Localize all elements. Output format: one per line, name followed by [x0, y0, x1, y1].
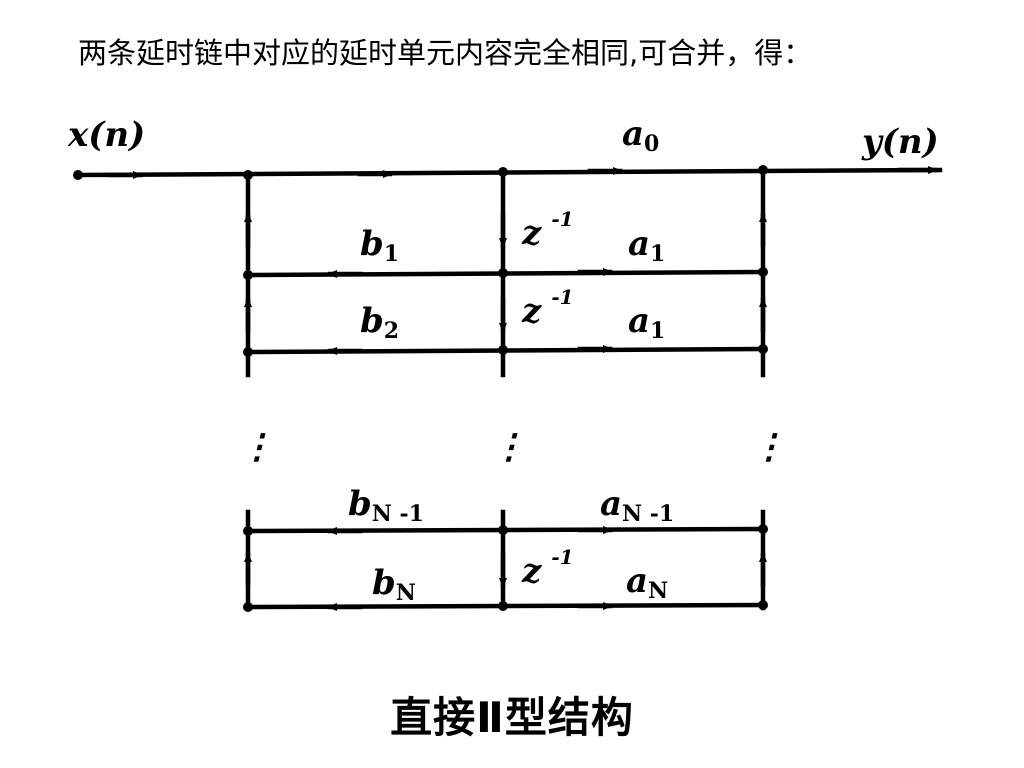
diagram-caption: 直接Ⅱ型结构 — [390, 693, 634, 742]
coef-b2: b2 — [360, 301, 399, 344]
coef-bN: bN — [372, 563, 416, 606]
input-node — [73, 170, 83, 180]
input-line — [75, 167, 943, 178]
coef-aN-1: aN -1 — [600, 484, 674, 527]
coef-a0: a0 — [622, 114, 659, 157]
delay-label-2: z-1 — [521, 285, 574, 331]
coef-aN: aN — [626, 561, 668, 604]
coef-a1-second: a1 — [628, 301, 665, 344]
input-label: x(n) — [67, 115, 145, 155]
output-label: y(n) — [861, 122, 939, 162]
coef-a1: a1 — [628, 224, 665, 267]
ellipsis-middle: ⋮ — [492, 427, 526, 467]
coef-b1: b1 — [360, 224, 399, 267]
delay-label-n: z-1 — [521, 545, 574, 591]
delay-label-1: z-1 — [521, 207, 574, 253]
coef-bN-1: bN -1 — [348, 484, 424, 527]
slide-heading: 两条延时链中对应的延时单元内容完全相同,可合并，得： — [78, 36, 813, 70]
junction-nodes — [243, 165, 768, 612]
ellipsis-right: ⋮ — [752, 427, 786, 467]
ellipsis-left: ⋮ — [240, 427, 274, 467]
